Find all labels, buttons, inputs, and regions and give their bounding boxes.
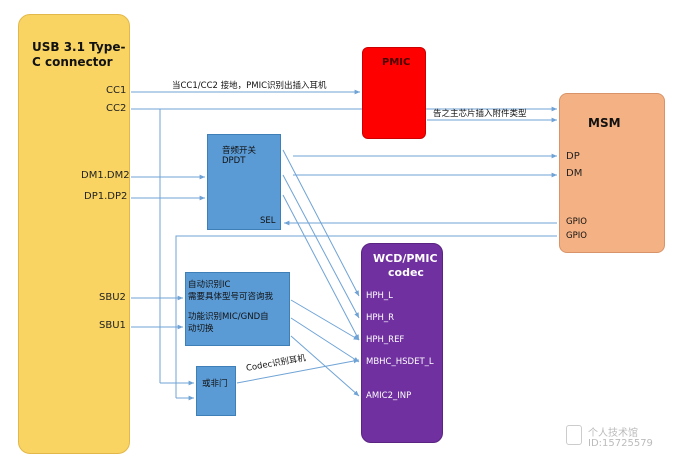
dpdt-sel-pin: SEL — [260, 216, 276, 226]
usb-type-c-connector — [18, 14, 130, 454]
usb-pin-sbu1: SBU1 — [99, 320, 126, 331]
pmic-title: PMIC — [382, 57, 411, 68]
wcd-pin-hph-r: HPH_R — [366, 313, 395, 323]
wire-autodet-hphref — [290, 299, 360, 341]
usb-pin-sbu2: SBU2 — [99, 292, 126, 303]
wire-autodet-mbhc — [290, 317, 360, 363]
dpdt-label-line1: 音频开关 — [222, 146, 257, 156]
watermark-line1: 个人技术馆 — [588, 428, 638, 439]
wcd-title-line1: WCD/PMIC — [373, 252, 438, 265]
wcd-pmic-codec — [361, 243, 443, 443]
dpdt-label-line2: DPDT — [222, 156, 246, 166]
usb-title-line2: C connector — [32, 55, 113, 69]
msm-pin-dp: DP — [566, 151, 580, 162]
autodet-line4: 动切换 — [188, 324, 214, 334]
nor-gate-label: 或非门 — [202, 379, 228, 389]
msm-title: MSM — [588, 116, 621, 130]
msm-annotation: 告之主芯片插入附件类型 — [433, 109, 527, 119]
auto-detect-ic — [185, 272, 290, 346]
msm-pin-dm: DM — [566, 168, 583, 179]
autodet-line3: 功能识别MIC/GND自 — [188, 312, 269, 322]
wire-nor-mbhc — [236, 358, 360, 384]
wcd-pin-hph-ref: HPH_REF — [366, 335, 405, 345]
wcd-title-line2: codec — [388, 266, 424, 279]
autodet-line1: 自动识别IC — [188, 280, 231, 290]
msm-pin-gpio1: GPIO — [566, 217, 587, 227]
wire-dpdt-hphr — [282, 174, 360, 319]
wcd-pin-hph-l: HPH_L — [366, 291, 393, 301]
wire-gpio-nor — [175, 235, 557, 398]
watermark-line2: ID:15725579 — [588, 438, 653, 449]
usb-pin-dp: DP1.DP2 — [84, 191, 128, 202]
usb-pin-cc1: CC1 — [106, 85, 127, 96]
usb-pin-cc2: CC2 — [106, 103, 127, 114]
msm-block — [559, 93, 665, 253]
autodet-line2: 需要具体型号可咨询我 — [188, 292, 274, 302]
usb-pin-dm: DM1.DM2 — [81, 170, 130, 181]
watermark-logo-icon — [566, 425, 582, 445]
wcd-pin-amic2: AMIC2_INP — [366, 391, 412, 401]
wire-dpdt-hphref — [282, 194, 360, 341]
wcd-pin-mbhc: MBHC_HSDET_L — [366, 357, 434, 367]
usb-title-line1: USB 3.1 Type- — [32, 40, 126, 54]
pmic-block — [362, 47, 426, 139]
audio-switch-dpdt — [207, 134, 281, 230]
cc-annotation: 当CC1/CC2 接地，PMIC识别出插入耳机 — [172, 81, 327, 91]
msm-pin-gpio2: GPIO — [566, 231, 587, 241]
nor-gate — [196, 366, 236, 416]
wire-dpdt-hphl — [282, 149, 360, 297]
